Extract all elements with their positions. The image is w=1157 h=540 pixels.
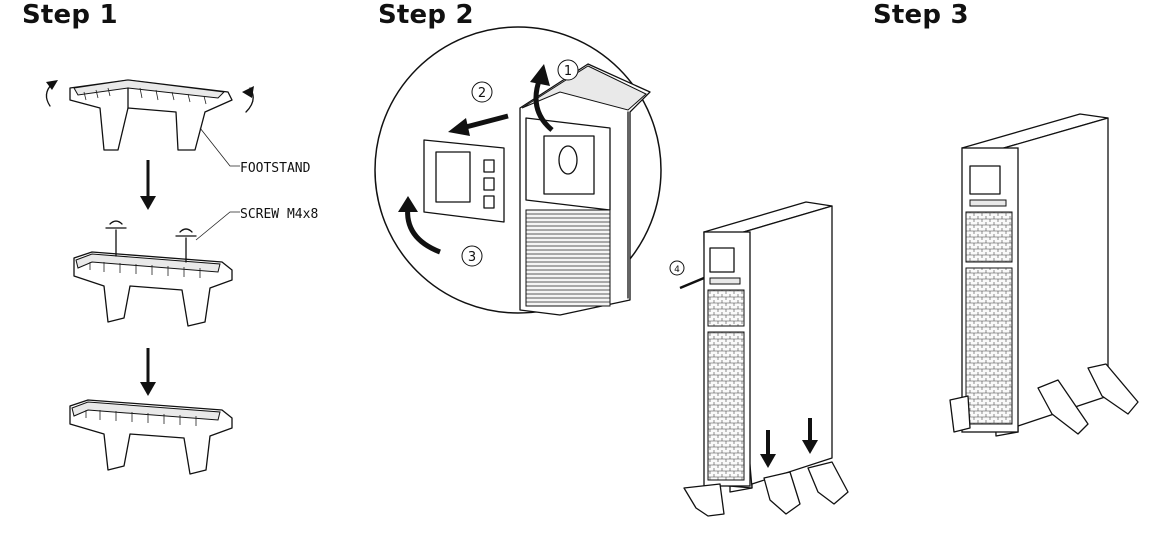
rotate-arrow-right-icon xyxy=(242,86,254,113)
down-arrow-icon xyxy=(760,430,776,468)
svg-text:4: 4 xyxy=(674,265,680,275)
down-arrow-icon xyxy=(802,418,818,454)
step-1-title: Step 1 xyxy=(22,0,118,30)
svg-text:2: 2 xyxy=(478,86,486,101)
screw-label: SCREW M4x8 xyxy=(240,207,318,222)
step-number-2: 2 xyxy=(471,81,493,103)
footstand-unassembled xyxy=(69,79,233,151)
svg-text:1: 1 xyxy=(564,64,572,79)
step-number-3: 3 xyxy=(461,245,483,267)
ups-tower-installed xyxy=(949,113,1139,437)
ups-tower-unit xyxy=(683,201,849,517)
arrow-left-icon xyxy=(448,113,509,136)
svg-text:3: 3 xyxy=(468,250,476,265)
screw-leader-line xyxy=(195,211,240,241)
footstand-with-screws xyxy=(73,251,233,327)
arrow-up-icon xyxy=(530,64,554,132)
step-3-title: Step 3 xyxy=(873,0,969,30)
footstand-label: FOOTSTAND xyxy=(240,161,311,176)
down-arrow-icon xyxy=(140,348,156,396)
arrow-curve-icon xyxy=(398,196,441,255)
rotate-arrow-left-icon xyxy=(45,80,58,107)
step-number-1: 1 xyxy=(557,59,579,81)
screw-icon xyxy=(175,228,197,263)
footstand-leader-line xyxy=(199,127,240,167)
step-2-title: Step 2 xyxy=(378,0,474,30)
down-arrow-icon xyxy=(140,160,156,210)
footstand-assembled xyxy=(69,399,233,475)
screw-icon xyxy=(105,220,127,257)
step-number-4: 4 xyxy=(669,260,705,290)
panel-detail-circle xyxy=(374,26,662,316)
